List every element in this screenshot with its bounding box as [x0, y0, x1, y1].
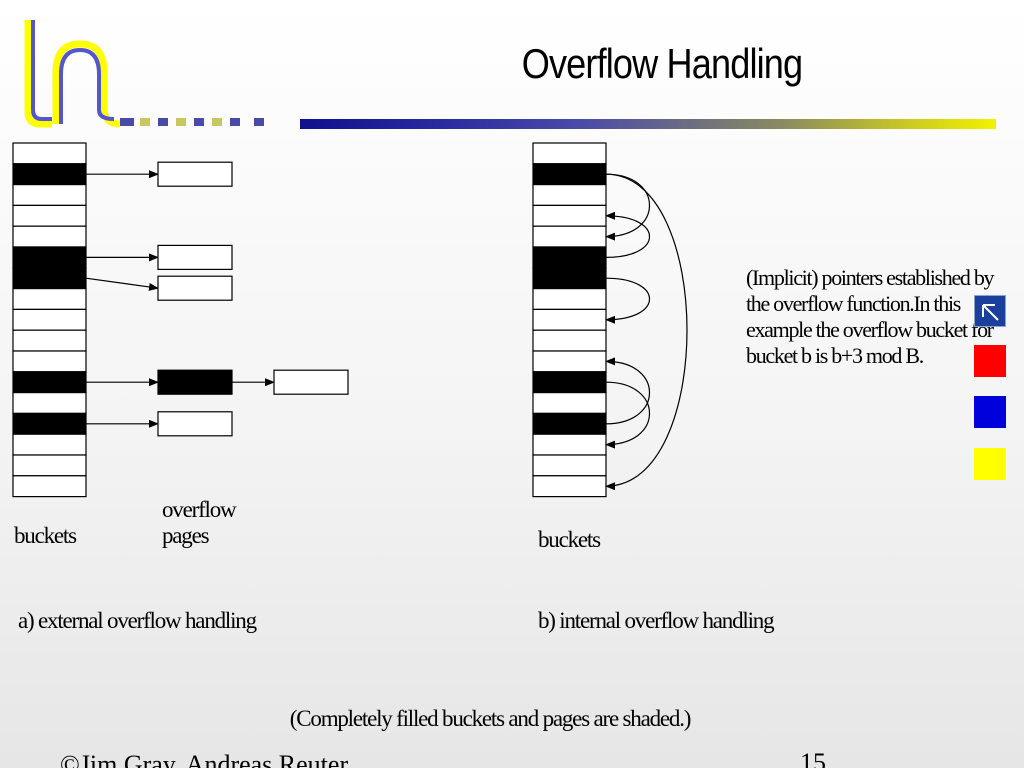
- int-bucket-3: [532, 204, 607, 227]
- overflow-page: [273, 369, 349, 395]
- external-overflow-diagram: [12, 142, 349, 498]
- buckets-label-left: buckets: [14, 523, 77, 548]
- logo-mark-icon: [24, 20, 264, 128]
- int-bucket-11-full: [532, 371, 607, 394]
- overflow-page: [157, 244, 233, 270]
- overflow-page: [157, 411, 233, 437]
- int-bucket-13-full: [532, 412, 607, 435]
- int-bucket-10: [532, 350, 607, 373]
- ext-bucket-3: [12, 204, 87, 227]
- ext-bucket-12: [12, 392, 87, 415]
- int-bucket-14: [532, 433, 607, 456]
- int-bucket-16: [532, 475, 607, 498]
- ext-bucket-1-full: [12, 163, 87, 186]
- page-title: Overflow Handling: [521, 40, 803, 87]
- ext-bucket-10: [12, 350, 87, 373]
- ext-bucket-13-full: [12, 412, 87, 435]
- caption-internal: b) internal overflow handling: [538, 608, 775, 633]
- int-bucket-6-full: [532, 267, 607, 290]
- caption-external: a) external overflow handling: [18, 608, 257, 633]
- int-bucket-12: [532, 392, 607, 415]
- shading-note: (Completely filled buckets and pages are…: [289, 706, 692, 731]
- int-bucket-5-full: [532, 246, 607, 269]
- ext-bucket-9: [12, 329, 87, 352]
- pointer-description: (Implicit) pointers established by the o…: [746, 265, 995, 368]
- internal-overflow-diagram: [532, 142, 688, 498]
- ext-bucket-6-full: [12, 267, 87, 290]
- buckets-label-right: buckets: [538, 527, 601, 552]
- ext-bucket-4: [12, 225, 87, 248]
- yellow-square-marker: [974, 448, 1006, 480]
- copyright-footer: ©Jim Gray, Andreas Reuter: [60, 750, 349, 768]
- ext-bucket-2: [12, 184, 87, 207]
- int-bucket-2: [532, 184, 607, 207]
- title-underline-bar: [300, 119, 996, 129]
- ext-bucket-0: [12, 142, 87, 165]
- implicit-pointer-arrow: [605, 357, 651, 425]
- red-square-marker: [974, 345, 1006, 377]
- int-bucket-7: [532, 288, 607, 311]
- implicit-pointer-arrow: [605, 277, 650, 324]
- ext-bucket-8: [12, 308, 87, 331]
- int-bucket-9: [532, 329, 607, 352]
- int-bucket-4: [532, 225, 607, 248]
- nav-arrow-icon[interactable]: [974, 295, 1006, 327]
- int-bucket-1-full: [532, 163, 607, 186]
- overflow-page: [157, 161, 233, 187]
- ext-pointer-arrow: [85, 277, 159, 291]
- overflow-page-full: [157, 369, 233, 395]
- blue-square-marker: [974, 396, 1006, 428]
- overflow-page: [157, 275, 233, 301]
- implicit-pointer-arrow: [605, 173, 688, 491]
- overflow-pages-label: overflow pages: [162, 497, 237, 548]
- int-bucket-8: [532, 308, 607, 331]
- ext-bucket-7: [12, 288, 87, 311]
- ext-bucket-15: [12, 454, 87, 477]
- ext-bucket-11-full: [12, 371, 87, 394]
- ext-bucket-14: [12, 433, 87, 456]
- ext-bucket-16: [12, 475, 87, 498]
- int-bucket-15: [532, 454, 607, 477]
- int-bucket-0: [532, 142, 607, 165]
- implicit-pointer-arrow: [605, 173, 651, 241]
- implicit-pointer-arrow: [605, 381, 651, 449]
- ext-bucket-5-full: [12, 246, 87, 269]
- page-number: 15: [800, 748, 826, 768]
- implicit-pointer-arrow: [605, 211, 650, 258]
